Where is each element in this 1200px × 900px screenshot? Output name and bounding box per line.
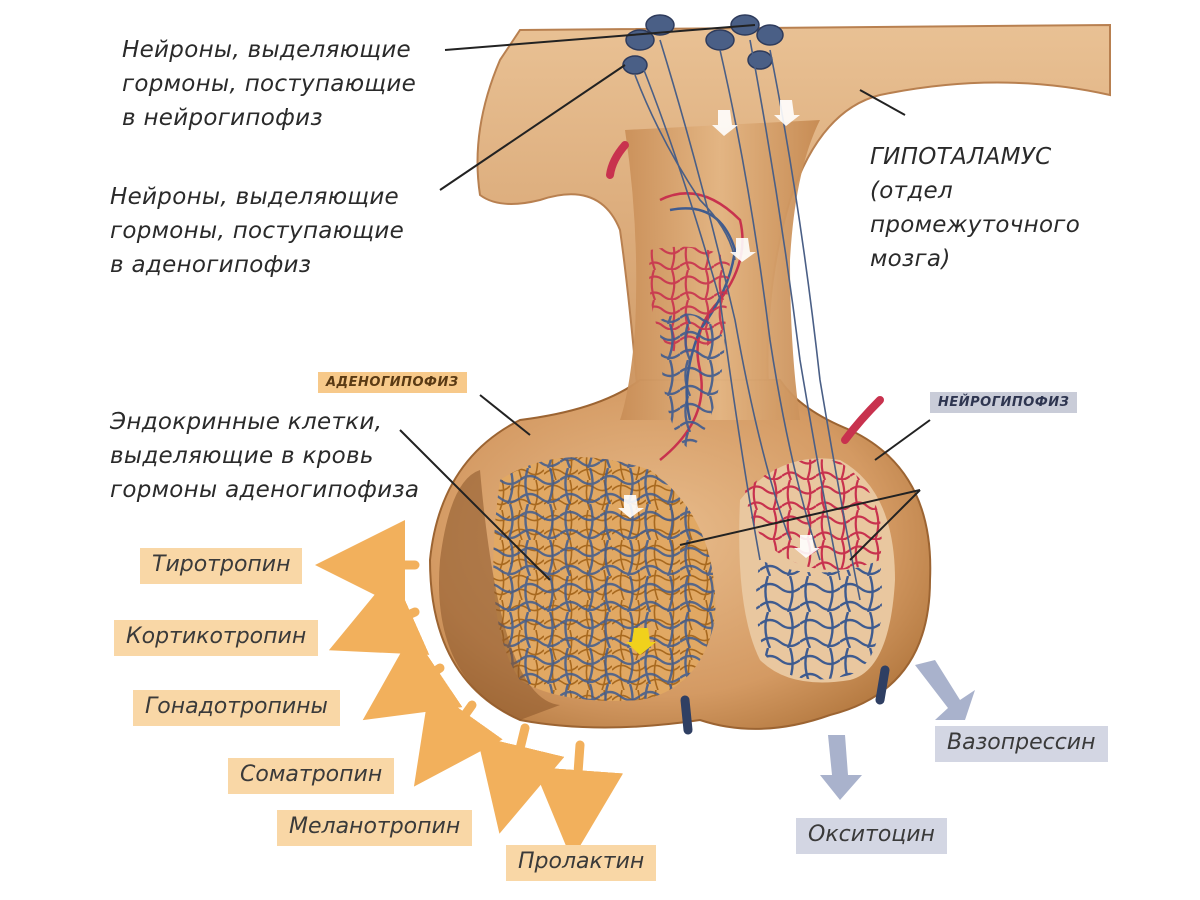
hormone-tag-thyrotropin: Тиротропин xyxy=(140,548,303,584)
hormone-tag-oxytocin: Окситоцин xyxy=(796,818,947,854)
hormone-tag-melanotropin: Меланотропин xyxy=(277,810,473,846)
label-hypothalamus: ГИПОТАЛАМУС (отдел промежуточного мозга) xyxy=(870,144,1081,272)
hormone-tag-prolactin: Пролактин xyxy=(506,845,657,881)
label-endocrine-cells: Эндокринные клетки, выделяющие в кровь г… xyxy=(110,409,420,503)
neurohypophysis-tag: НЕЙРОГИПОФИЗ xyxy=(930,392,1078,413)
hormone-tag-somatropin: Соматропин xyxy=(228,758,395,794)
label-neurons-adenohypophysis: Нейроны, выделяющие гормоны, поступающие… xyxy=(110,184,405,278)
hormone-tag-gonadotropins: Гонадотропины xyxy=(133,690,340,726)
label-neurons-neurohypophysis: Нейроны, выделяющие гормоны, поступающие… xyxy=(122,37,417,131)
hormone-tag-corticotropin: Кортикотропин xyxy=(114,620,319,656)
adenohypophysis-tag: АДЕНОГИПОФИЗ xyxy=(318,372,467,393)
hormone-tag-vasopressin: Вазопрессин xyxy=(935,726,1108,762)
